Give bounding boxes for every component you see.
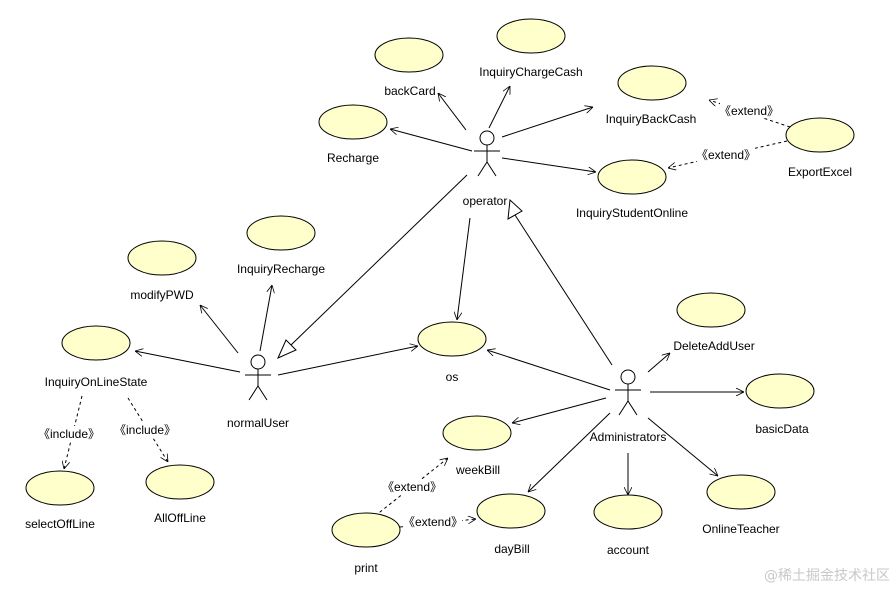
usecase-account[interactable] — [593, 494, 663, 530]
actor-normaluser[interactable] — [245, 354, 271, 401]
usecase-inquiryrecharge[interactable] — [246, 215, 316, 251]
usecase-onlineteacher[interactable] — [706, 474, 776, 510]
usecase-label-recharge: Recharge — [327, 151, 379, 165]
usecase-weekbill[interactable] — [442, 415, 512, 451]
assoc-operator-inquirystudentonline — [501, 157, 596, 172]
gen-normaluser-operator-head — [277, 339, 297, 359]
watermark: @稀土掘金技术社区 — [764, 568, 890, 584]
extend-label-weekbill: 《extend》 — [382, 480, 442, 494]
usecase-label-inquirybackcash: InquiryBackCash — [606, 112, 697, 126]
actor-label-normaluser: normalUser — [227, 416, 289, 430]
usecase-label-basicdata: basicData — [755, 422, 809, 436]
label-bg — [697, 147, 755, 162]
actor-operator[interactable] — [474, 130, 500, 177]
label-bg — [404, 514, 462, 529]
assoc-admin-os — [487, 350, 611, 391]
usecase-alloffline[interactable] — [145, 464, 215, 500]
usecase-exportexcel[interactable] — [785, 117, 855, 153]
label-bg — [383, 479, 441, 494]
assoc-normaluser-modifypwd — [200, 305, 239, 354]
include-label-selectoffline: 《include》 — [38, 427, 100, 441]
include-label-alloffline: 《include》 — [114, 423, 176, 437]
extend-label-studentonline: 《extend》 — [696, 148, 756, 162]
label-bg — [720, 103, 778, 118]
actor-label-administrators: Administrators — [590, 430, 667, 444]
usecase-print[interactable] — [331, 512, 401, 548]
usecase-label-account: account — [607, 543, 650, 557]
label-bg — [38, 426, 100, 441]
usecase-label-deleteadduser: DeleteAddUser — [673, 339, 754, 353]
usecase-label-selectoffline: selectOffLine — [25, 517, 95, 531]
assoc-admin-weekbill — [512, 397, 607, 423]
gen-admin-operator-line — [514, 214, 613, 366]
assoc-operator-inquirychargecash — [488, 86, 511, 129]
usecase-label-onlineteacher: OnlineTeacher — [702, 522, 779, 536]
assoc-normaluser-os — [277, 346, 418, 376]
usecase-label-exportexcel: ExportExcel — [788, 165, 852, 179]
usecase-daybill[interactable] — [476, 493, 546, 529]
usecase-inquirystudentonline[interactable] — [597, 159, 667, 195]
gen-normaluser-operator-line — [290, 174, 468, 346]
assoc-normaluser-inquiryonlinestate — [135, 351, 241, 373]
extend-label-backcash: 《extend》 — [719, 104, 779, 118]
usecase-os[interactable] — [417, 321, 487, 357]
usecase-label-os: os — [446, 370, 459, 384]
assoc-operator-os — [457, 217, 471, 320]
usecase-inquirybackcash[interactable] — [617, 65, 687, 101]
usecase-inquirychargecash[interactable] — [496, 18, 566, 54]
usecase-recharge[interactable] — [318, 104, 388, 140]
usecase-modifypwd[interactable] — [127, 240, 197, 276]
usecase-label-inquiryonlinestate: InquiryOnLineState — [45, 375, 148, 389]
usecase-label-modifypwd: modifyPWD — [130, 288, 194, 302]
extend-label-daybill: 《extend》 — [403, 515, 463, 529]
usecase-deleteadduser[interactable] — [676, 292, 746, 328]
usecase-basicdata[interactable] — [745, 373, 815, 409]
usecase-inquiryonlinestate[interactable] — [61, 325, 131, 361]
usecase-backcard[interactable] — [374, 37, 444, 73]
actor-administrators[interactable] — [615, 369, 641, 416]
usecase-label-inquiryrecharge: InquiryRecharge — [237, 262, 325, 276]
gen-admin-operator-head — [507, 198, 523, 220]
assoc-normaluser-inquiryrecharge — [259, 285, 272, 352]
usecase-label-inquirychargecash: InquiryChargeCash — [479, 65, 582, 79]
usecase-label-alloffline: AllOffLine — [154, 511, 206, 525]
usecase-label-weekbill: weekBill — [455, 463, 500, 477]
assoc-admin-onlineteacher — [647, 417, 718, 476]
label-bg — [114, 422, 176, 437]
usecase-label-daybill: dayBill — [494, 542, 529, 556]
usecase-label-backcard: backCard — [384, 84, 435, 98]
assoc-admin-deleteadduser — [647, 353, 670, 373]
actor-label-operator: operator — [463, 194, 508, 208]
usecase-label-print: print — [354, 561, 378, 575]
assoc-operator-backcard — [438, 93, 467, 131]
assoc-admin-daybill — [528, 412, 611, 492]
assoc-operator-inquirybackcash — [501, 107, 593, 138]
assoc-operator-recharge — [390, 129, 473, 152]
usecase-label-inquirystudentonline: InquiryStudentOnline — [576, 206, 688, 220]
usecase-selectoffline[interactable] — [25, 470, 95, 506]
